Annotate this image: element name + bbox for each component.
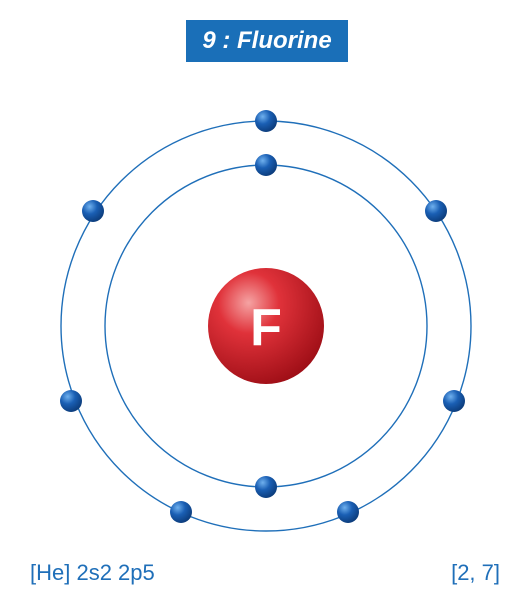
nucleus: F [208, 268, 324, 384]
electron [255, 110, 277, 132]
electron [443, 390, 465, 412]
title-separator: : [215, 27, 237, 54]
atomic-number: 9 [202, 27, 216, 54]
electron [255, 154, 277, 176]
nucleus-symbol: F [250, 299, 282, 357]
electron [337, 501, 359, 523]
electron-configuration: [He] 2s2 2p5 [30, 560, 155, 585]
electron [255, 476, 277, 498]
electron [425, 200, 447, 222]
element-name: Fluorine [237, 27, 332, 54]
electron [82, 200, 104, 222]
element-title-badge: 9 : Fluorine [186, 20, 348, 62]
shell-distribution: [2, 7] [451, 560, 500, 585]
electron [170, 501, 192, 523]
electron [60, 390, 82, 412]
